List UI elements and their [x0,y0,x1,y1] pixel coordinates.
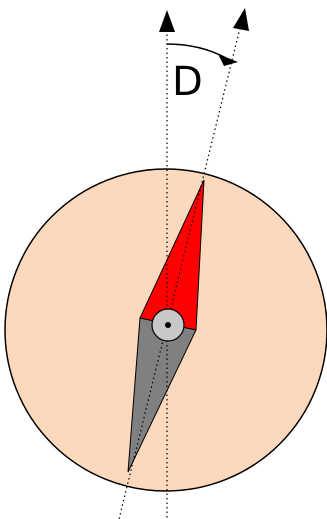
declination-arc [167,44,226,58]
needle-pivot-center [165,322,171,328]
arc-arrow-icon [218,54,238,66]
true-north-arrow-icon [159,10,175,32]
declination-label: D [172,59,203,105]
magnetic-north-arrow-icon [233,8,249,31]
